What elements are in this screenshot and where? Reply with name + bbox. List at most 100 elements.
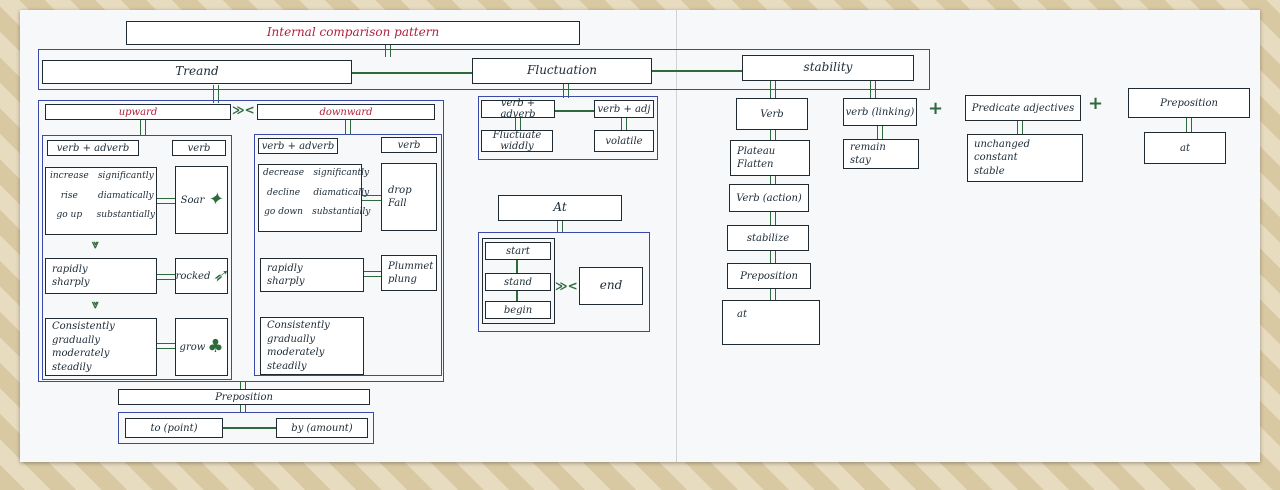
connector <box>515 118 521 130</box>
connector <box>770 176 776 184</box>
list-item: drop <box>388 184 412 196</box>
list-item: significantly <box>313 168 370 178</box>
verb-linking-box: verb (linking) <box>843 98 917 126</box>
connector <box>240 405 246 413</box>
arrow-converge-icon: ≫< <box>555 279 578 293</box>
chevron-up-icon: ⩔ <box>92 237 99 251</box>
list-item: steadily <box>52 361 92 373</box>
at-stand-box: stand <box>485 273 551 291</box>
grow-label: grow <box>179 341 206 353</box>
downward-verb-adverb-header: verb + adverb <box>258 138 338 154</box>
list-item: stable <box>974 165 1005 177</box>
connector <box>652 70 742 72</box>
at-label: At <box>498 195 622 221</box>
connector <box>157 274 175 280</box>
list-item: unchanged <box>974 138 1031 150</box>
list-item: Plummet <box>388 260 434 272</box>
stabilize-box: stabilize <box>727 225 809 251</box>
predicate-adjectives-box: Predicate adjectives <box>965 95 1081 121</box>
list-item: Flatten <box>737 159 774 170</box>
rocket-icon: ➶ <box>212 265 228 287</box>
stability-at-box: at <box>722 300 820 345</box>
fluctuation-group <box>478 96 658 160</box>
connector <box>516 260 518 273</box>
upward-verb-adverb-list: increase significantly rise diamatically… <box>45 167 157 235</box>
list-item: moderately <box>267 347 325 358</box>
list-item: decline <box>267 187 301 198</box>
category-trend: Treand <box>42 60 352 84</box>
arrow-converge-icon: ≫< <box>232 103 255 117</box>
connector <box>213 85 219 103</box>
chevron-up-icon: ⩔ <box>92 297 99 311</box>
downward-fast-verbs: Plummet plung <box>381 255 437 291</box>
connector <box>557 221 563 232</box>
upward-fast-adverbs: rapidly sharply <box>45 258 157 294</box>
trend-preposition-group <box>118 412 374 444</box>
soar-label: Soar <box>180 194 205 206</box>
connector <box>157 343 175 349</box>
list-item: rapidly <box>52 263 88 275</box>
verb-action-box: Verb (action) <box>729 184 809 212</box>
connector <box>563 84 569 98</box>
list-item: diamatically <box>97 190 154 201</box>
at-group <box>478 232 650 332</box>
fluctuate-widely-box: Fluctuate widdly <box>481 130 553 152</box>
plus-icon: + <box>1088 93 1104 114</box>
volatile-box: volatile <box>594 130 654 152</box>
connector <box>877 126 883 139</box>
list-item: increase <box>50 171 89 181</box>
grow-box: grow ♣ <box>175 318 228 376</box>
at-items-frame <box>482 238 555 324</box>
fluct-verb-adverb-header: verb + adverb <box>481 98 555 120</box>
list-item: stay <box>850 155 871 166</box>
connector <box>240 381 246 389</box>
list-item: go up <box>56 210 83 221</box>
connector <box>621 118 627 130</box>
at2-box: at <box>1144 132 1226 164</box>
list-item: Fall <box>388 198 407 209</box>
predicate-items-box: unchanged constant stable <box>967 134 1083 182</box>
upward-group <box>42 135 232 380</box>
list-item: steadily <box>267 360 307 372</box>
list-item: diamatically <box>313 187 370 198</box>
downward-verb-header: verb <box>381 137 437 153</box>
linking-items-box: remain stay <box>843 139 919 169</box>
connector <box>352 72 472 74</box>
stability-at-label: at <box>737 309 747 320</box>
fluct-verb-adj-header: verb + adj <box>594 100 654 118</box>
upward-verb-header: verb <box>172 140 226 156</box>
plus-icon: + <box>928 98 944 119</box>
category-band <box>38 49 930 90</box>
at-begin-box: begin <box>485 301 551 319</box>
connector <box>140 120 146 135</box>
list-item: moderately <box>52 348 110 359</box>
at-start-box: start <box>485 242 551 260</box>
list-item: Plateau <box>737 145 776 157</box>
category-fluctuation: Fluctuation <box>472 58 652 84</box>
connector <box>870 81 876 99</box>
paper-fold-line <box>676 10 677 462</box>
category-stability: stability <box>742 55 914 81</box>
downward-group <box>254 134 442 376</box>
diagram-title: Internal comparison pattern <box>126 21 580 45</box>
plateau-box: Plateau Flatten <box>730 140 810 176</box>
upward-verb-adverb-header: verb + adverb <box>47 140 139 156</box>
connector <box>223 427 276 429</box>
bird-icon: ✦ <box>207 189 223 211</box>
list-item: plung <box>388 274 417 285</box>
stability-verb-box: Verb <box>736 98 808 130</box>
paper-sheet <box>20 10 1260 462</box>
trend-group <box>38 100 444 382</box>
by-amount-box: by (amount) <box>276 418 368 438</box>
connector <box>770 212 776 225</box>
connector <box>385 45 391 57</box>
rocket-label: rocked <box>175 270 211 282</box>
connector <box>364 271 381 277</box>
list-item: decrease <box>263 168 305 178</box>
connector <box>555 110 594 112</box>
list-item: go down <box>264 207 303 218</box>
stability-preposition-box: Preposition <box>727 263 811 289</box>
connector <box>770 130 776 140</box>
to-point-box: to (point) <box>125 418 223 438</box>
connector <box>1186 118 1192 132</box>
